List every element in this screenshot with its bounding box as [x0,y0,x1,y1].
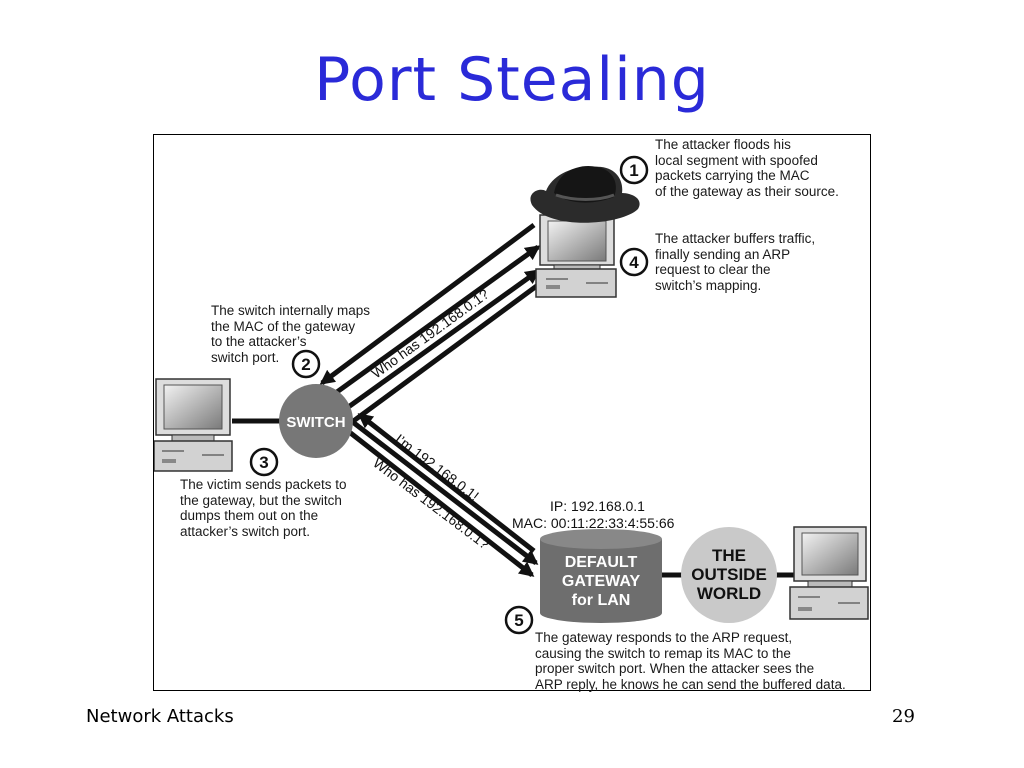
arp-reply-arrow [357,413,536,553]
victim-computer-icon [154,378,233,472]
svg-text:4: 4 [629,253,639,272]
outside-label-line-2: OUTSIDE [691,565,767,584]
gateway-return-arrow [346,429,535,577]
step-4-caption: The attacker buffers traffic, finally se… [655,231,816,293]
svg-text:1: 1 [629,161,638,180]
step-2-caption: The switch internally maps the MAC of th… [211,303,371,365]
step-2-badge: 2 [291,349,321,379]
port-stealing-diagram: SWITCH DEFAULT GATEWAY for LAN THE OUTSI… [153,134,871,692]
switch-label: SWITCH [286,414,345,431]
svg-text:2: 2 [301,355,310,374]
arp-request-return-line [346,282,540,428]
cowboy-hat-icon [530,166,640,223]
arp-request-arrow [338,268,541,416]
outside-label-line-1: THE [712,546,746,565]
attacker-computer-icon [535,214,617,298]
gateway-label-line-3: for LAN [572,592,631,609]
diagram-canvas: SWITCH DEFAULT GATEWAY for LAN THE OUTSI… [154,155,869,635]
gateway-ip-label: IP: 192.168.0.1 [550,498,645,514]
slide-title: Port Stealing [314,45,710,115]
svg-text:3: 3 [259,453,268,472]
footer-title: Network Attacks [86,706,234,727]
step-1-caption: The attacker floods his local segment wi… [655,137,839,199]
arp-to-gateway-arrow [352,421,539,565]
step-3-caption: The victim sends packets to the gateway,… [180,477,347,539]
gateway-node: DEFAULT GATEWAY for LAN [540,529,662,623]
gateway-label-line-2: GATEWAY [562,573,641,590]
step-5-badge: 5 [504,605,534,635]
outside-label-line-3: WORLD [697,584,761,603]
outside-world-node: THE OUTSIDE WORLD [681,527,777,623]
step-4-badge: 4 [619,247,649,277]
page-number: 29 [892,706,915,727]
outside-computer-icon [789,526,869,620]
gateway-label-line-1: DEFAULT [565,554,638,571]
victim-traffic-arrow [328,244,541,400]
switch-node [279,384,353,458]
step-3-badge: 3 [249,447,279,477]
step-1-badge: 1 [619,155,649,185]
flood-arrow [319,222,536,386]
svg-text:5: 5 [514,611,523,630]
step-5-caption: The gateway responds to the ARP request,… [535,630,846,692]
gateway-mac-label: MAC: 00:11:22:33:4:55:66 [512,515,675,531]
